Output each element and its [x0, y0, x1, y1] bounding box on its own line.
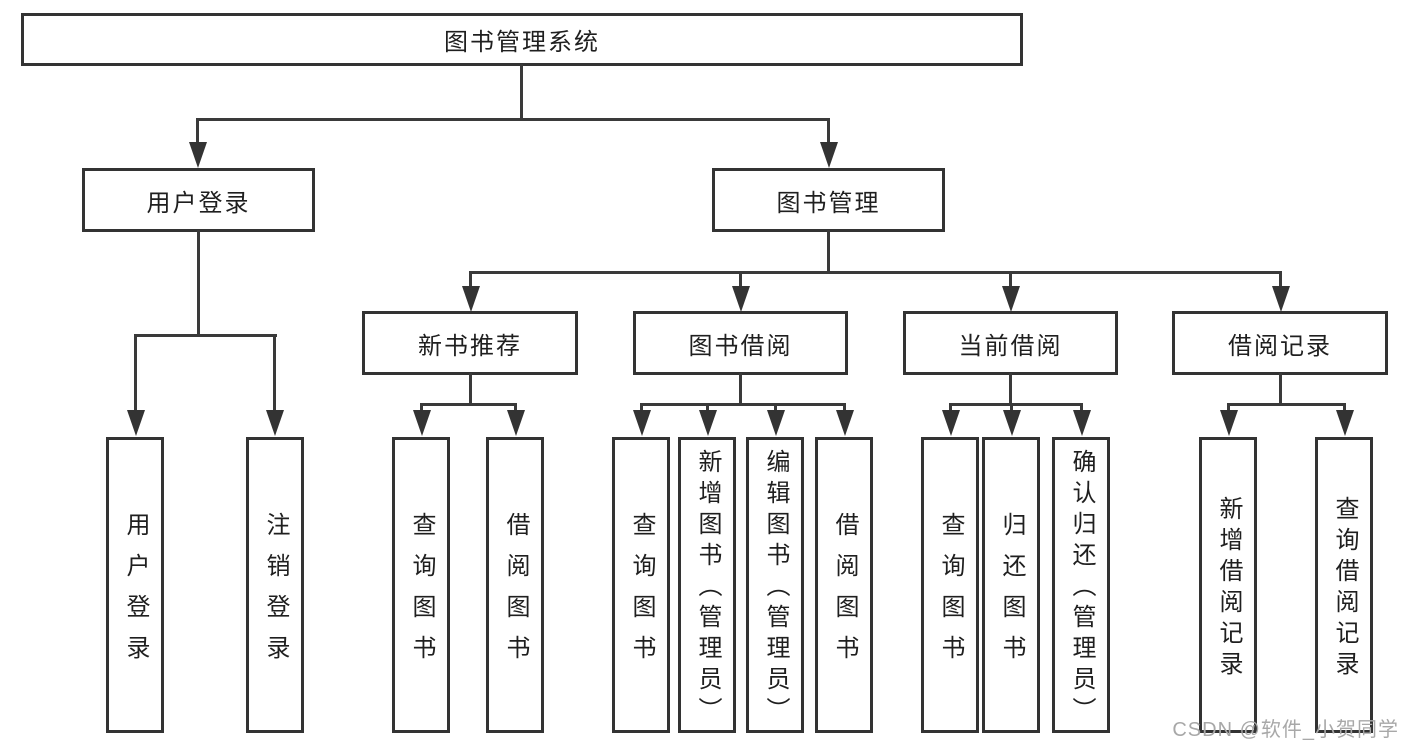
leaf-query-books-recommend: 查询图书	[392, 437, 450, 733]
watermark: CSDN @软件_小贺同学	[1172, 719, 1399, 741]
arrow-down-icon	[820, 142, 838, 168]
leaf-borrow-books-borrowing: 借阅图书	[815, 437, 873, 733]
leaf-return-books-label: 归还图书	[998, 511, 1025, 676]
leaf-edit-books-admin-label: 编辑图书（管理员）	[762, 449, 789, 728]
arrow-down-icon	[1003, 410, 1021, 436]
leaf-confirm-return-admin-label: 确认归还（管理员）	[1068, 449, 1095, 728]
leaf-user-login-label: 用户登录	[122, 511, 149, 676]
leaf-query-books-borrowing: 查询图书	[612, 437, 670, 733]
connector-line	[739, 373, 742, 406]
node-root: 图书管理系统	[21, 13, 1023, 66]
arrow-down-icon	[507, 410, 525, 436]
connector-line	[469, 373, 472, 406]
connector-line	[1279, 271, 1282, 288]
arrow-down-icon	[266, 410, 284, 436]
connector-line	[197, 230, 200, 337]
arrow-down-icon	[413, 410, 431, 436]
arrow-down-icon	[189, 142, 207, 168]
node-book-management: 图书管理	[712, 168, 945, 232]
node-book-borrowing-label: 图书借阅	[688, 332, 793, 360]
leaf-query-books-current: 查询图书	[921, 437, 979, 733]
connector-line	[1227, 403, 1346, 406]
leaf-query-borrow-record-label: 查询借阅记录	[1331, 495, 1358, 682]
connector-line	[1010, 403, 1013, 413]
node-book-borrowing: 图书借阅	[633, 311, 848, 375]
node-root-label: 图书管理系统	[444, 29, 600, 56]
node-current-borrowing: 当前借阅	[903, 311, 1118, 375]
leaf-borrow-books-recommend: 借阅图书	[486, 437, 544, 733]
connector-line	[273, 334, 276, 412]
connector-line	[420, 403, 517, 406]
connector-line	[420, 403, 423, 413]
leaf-user-login: 用户登录	[106, 437, 164, 733]
leaf-borrow-books-borrowing-label: 借阅图书	[831, 511, 858, 676]
leaf-logout-login-label: 注销登录	[262, 511, 289, 676]
connector-line	[196, 118, 830, 121]
node-borrowing-records: 借阅记录	[1172, 311, 1388, 375]
connector-line	[827, 230, 830, 274]
connector-line	[1009, 373, 1012, 406]
arrow-down-icon	[1272, 286, 1290, 312]
connector-line	[640, 403, 643, 413]
leaf-query-books-borrowing-label: 查询图书	[628, 511, 655, 676]
connector-line	[134, 334, 277, 337]
arrow-down-icon	[732, 286, 750, 312]
connector-line	[134, 334, 137, 412]
leaf-query-books-recommend-label: 查询图书	[408, 511, 435, 676]
node-new-book-recommendation-label: 新书推荐	[418, 332, 522, 360]
connector-line	[739, 271, 742, 288]
node-current-borrowing-label: 当前借阅	[958, 332, 1063, 360]
connector-line	[949, 403, 1082, 406]
leaf-query-borrow-record: 查询借阅记录	[1315, 437, 1373, 733]
connector-line	[1279, 373, 1282, 406]
arrow-down-icon	[942, 410, 960, 436]
connector-line	[1009, 271, 1012, 288]
connector-line	[843, 403, 846, 413]
leaf-add-borrow-record-label: 新增借阅记录	[1215, 495, 1242, 682]
connector-line	[827, 118, 830, 144]
leaf-add-borrow-record: 新增借阅记录	[1199, 437, 1257, 733]
leaf-add-books-admin: 新增图书（管理员）	[678, 437, 736, 733]
node-book-management-label: 图书管理	[776, 189, 881, 217]
connector-line	[1343, 403, 1346, 413]
node-user-login-label: 用户登录	[146, 189, 251, 217]
connector-line	[469, 271, 1282, 274]
arrow-down-icon	[699, 410, 717, 436]
connector-line	[949, 403, 952, 413]
connector-line	[1080, 403, 1083, 413]
connector-line	[514, 403, 517, 413]
connector-line	[1227, 403, 1230, 413]
node-borrowing-records-label: 借阅记录	[1228, 332, 1332, 360]
connector-line	[774, 403, 777, 413]
arrow-down-icon	[767, 410, 785, 436]
arrow-down-icon	[633, 410, 651, 436]
connector-line	[520, 64, 523, 121]
arrow-down-icon	[1336, 410, 1354, 436]
node-new-book-recommendation: 新书推荐	[362, 311, 578, 375]
leaf-edit-books-admin: 编辑图书（管理员）	[746, 437, 804, 733]
arrow-down-icon	[1002, 286, 1020, 312]
arrow-down-icon	[462, 286, 480, 312]
node-user-login: 用户登录	[82, 168, 315, 232]
leaf-return-books: 归还图书	[982, 437, 1040, 733]
connector-line	[640, 403, 845, 406]
connector-line	[196, 118, 199, 144]
leaf-query-books-current-label: 查询图书	[937, 511, 964, 676]
leaf-logout-login: 注销登录	[246, 437, 304, 733]
leaf-borrow-books-recommend-label: 借阅图书	[502, 511, 529, 676]
connector-line	[706, 403, 709, 413]
arrow-down-icon	[1220, 410, 1238, 436]
leaf-confirm-return-admin: 确认归还（管理员）	[1052, 437, 1110, 733]
arrow-down-icon	[127, 410, 145, 436]
connector-line	[469, 271, 472, 288]
arrow-down-icon	[1073, 410, 1091, 436]
leaf-add-books-admin-label: 新增图书（管理员）	[694, 449, 721, 728]
arrow-down-icon	[836, 410, 854, 436]
